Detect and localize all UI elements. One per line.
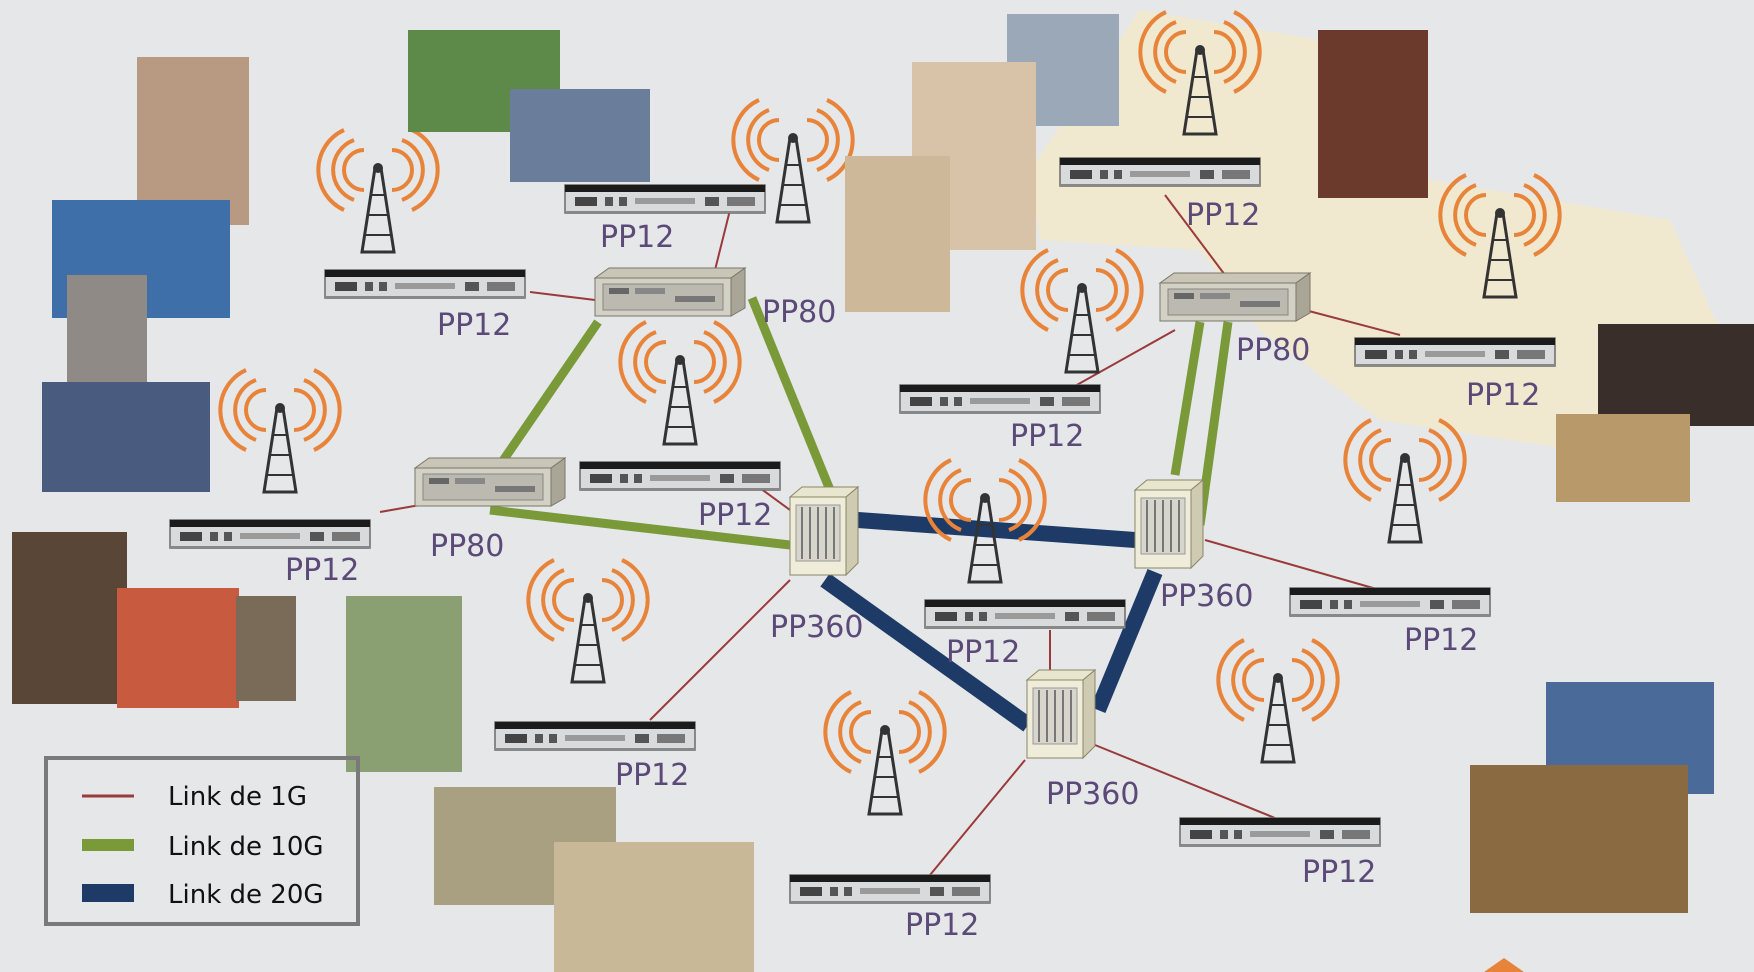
chassis-pp360 [1026, 669, 1096, 759]
node-label: PP12 [1404, 623, 1478, 658]
legend-item-1g: Link de 1G [82, 782, 307, 812]
photo-user [117, 588, 239, 708]
legend: Link de 1G Link de 10G Link de 20G [44, 756, 360, 926]
switch-pp12 [169, 519, 371, 549]
node-label: PP80 [430, 529, 504, 564]
switch-pp12 [789, 874, 991, 904]
node-label: PP360 [1046, 777, 1139, 812]
cell-tower-icon [1020, 248, 1144, 374]
node-label: PP360 [770, 610, 863, 645]
photo-user [42, 382, 210, 492]
switch-pp12 [579, 461, 781, 491]
photo-user [845, 156, 950, 312]
cell-tower-icon [618, 320, 742, 446]
photo-user [554, 842, 754, 972]
photo-user [1556, 414, 1690, 502]
photo-user [137, 57, 249, 225]
legend-item-20g: Link de 20G [82, 880, 324, 910]
switch-pp12 [564, 184, 766, 214]
node-label: PP80 [1236, 333, 1310, 368]
photo-user [1470, 765, 1688, 913]
links-20g [820, 512, 1163, 732]
node-label: PP12 [437, 308, 511, 343]
router-pp80 [594, 267, 746, 317]
router-pp80 [414, 457, 566, 507]
switch-pp12 [1289, 587, 1491, 617]
legend-label: Link de 10G [168, 832, 324, 862]
switch-pp12 [899, 384, 1101, 414]
node-label: PP12 [600, 220, 674, 255]
links-10g [489, 296, 1233, 550]
legend-item-10g: Link de 10G [82, 832, 324, 862]
photo-user [1598, 324, 1754, 426]
switch-pp12 [1059, 157, 1261, 187]
photo-user [12, 532, 127, 704]
cell-tower-icon [218, 368, 342, 494]
switch-pp12 [1354, 337, 1556, 367]
node-label: PP12 [946, 635, 1020, 670]
chassis-pp360 [789, 486, 859, 576]
switch-pp12 [1179, 817, 1381, 847]
cell-tower-icon [316, 128, 440, 254]
node-label: PP360 [1160, 579, 1253, 614]
switch-pp12 [924, 599, 1126, 629]
node-label: PP12 [285, 553, 359, 588]
node-label: PP12 [698, 498, 772, 533]
legend-label: Link de 1G [168, 782, 307, 812]
cell-tower-icon [1343, 418, 1467, 544]
links-1g [379, 194, 1401, 876]
photo-user [346, 596, 462, 772]
cell-tower-icon [526, 558, 650, 684]
node-label: PP12 [615, 758, 689, 793]
slide-marker-icon [1484, 958, 1524, 972]
switch-pp12 [324, 269, 526, 299]
node-label: PP12 [1186, 198, 1260, 233]
photo-user [236, 596, 296, 701]
router-pp80 [1159, 272, 1311, 322]
node-label: PP12 [1302, 855, 1376, 890]
photo-user [510, 89, 650, 182]
cell-tower-icon [823, 690, 947, 816]
node-label: PP12 [905, 908, 979, 943]
node-label: PP12 [1010, 419, 1084, 454]
chassis-pp360 [1134, 479, 1204, 569]
photo-user [1318, 30, 1428, 198]
photo-user [67, 275, 147, 400]
node-labels: PP12 PP12 PP80 PP80 PP12 PP12 PP12 PP80 … [285, 198, 1540, 943]
legend-label: Link de 20G [168, 880, 324, 910]
switch-pp12 [494, 721, 696, 751]
cell-tower-icon [1216, 638, 1340, 764]
user-photos [12, 14, 1754, 972]
node-label: PP12 [1466, 378, 1540, 413]
node-label: PP80 [762, 295, 836, 330]
